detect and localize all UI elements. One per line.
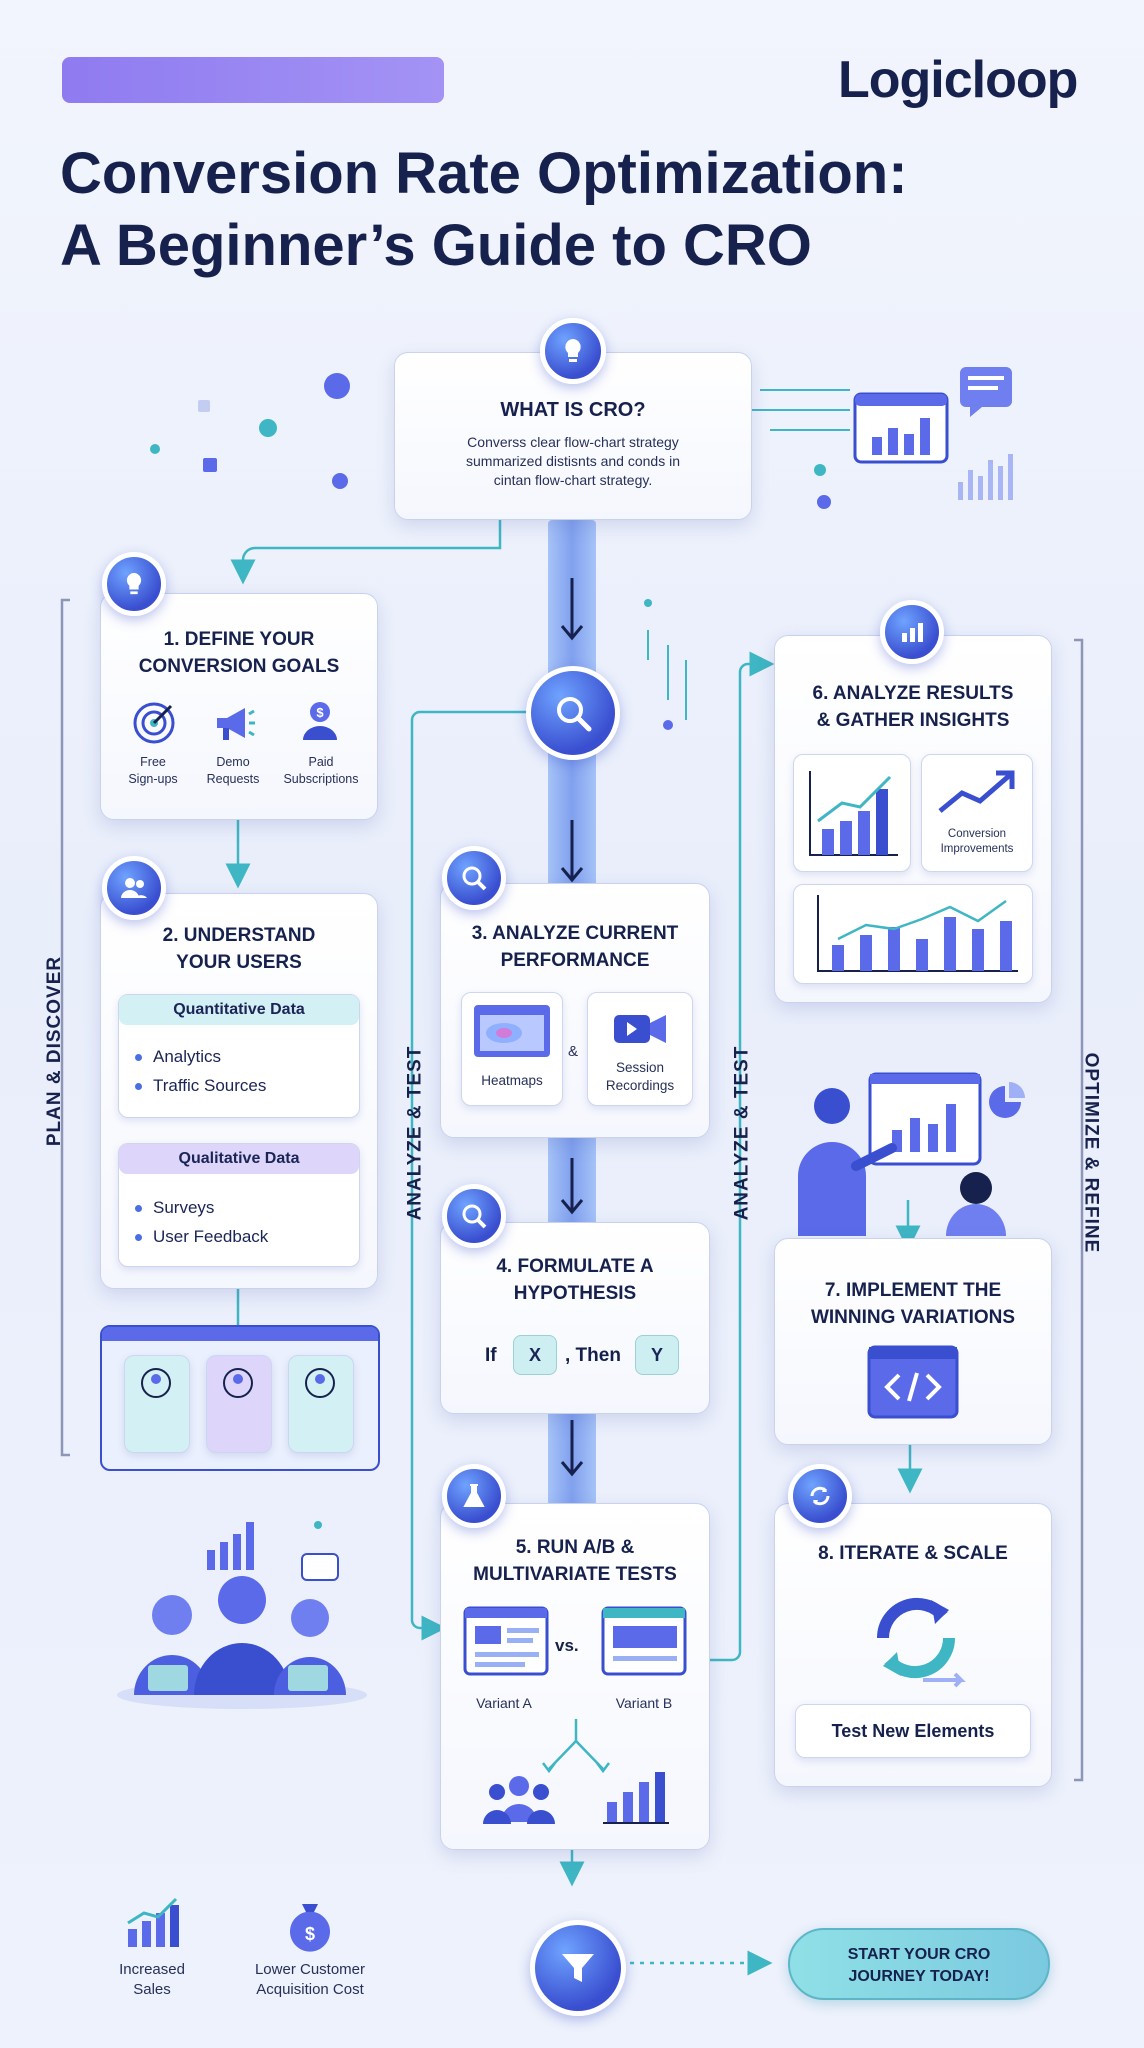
list-item: Analytics — [133, 1047, 221, 1067]
megaphone-icon — [217, 708, 255, 740]
step5-title: 5. RUN A/B &MULTIVARIATE TESTS — [473, 1537, 677, 1585]
list-item: Traffic Sources — [133, 1076, 266, 1096]
code-window-icon — [867, 1345, 959, 1419]
combined-chart-panel — [793, 884, 1033, 984]
iterate-cycle-icon — [876, 1597, 966, 1688]
brand-logo: Logicloop — [838, 51, 1078, 109]
search-icon — [442, 1184, 506, 1248]
section-label-analyze-test-2: ANALYZE & TEST — [731, 1045, 753, 1221]
qualitative-data-heading: Qualitative Data — [119, 1144, 359, 1174]
hypothesis-y-chip: Y — [635, 1335, 679, 1375]
section-label-optimize-refine: OPTIMIZE & REFINE — [1080, 1052, 1102, 1254]
list-item: Surveys — [133, 1198, 214, 1218]
variant-b-label: Variant B — [615, 1695, 673, 1711]
list-item: User Feedback — [133, 1227, 268, 1247]
magnify-chart-icon — [442, 846, 506, 910]
trend-arrow-icon — [938, 770, 1015, 813]
test-new-elements-button[interactable]: Test New Elements — [795, 1704, 1031, 1758]
heatmap-icon — [474, 1005, 550, 1057]
funnel-icon — [530, 1920, 626, 2016]
presenter-illustration — [798, 1072, 1025, 1236]
users-icon — [102, 856, 166, 920]
refresh-icon — [788, 1464, 852, 1528]
lightbulb-icon — [540, 318, 606, 384]
qualitative-data-panel: Qualitative Data Surveys User Feedback — [118, 1143, 360, 1267]
money-bag-icon: $ — [290, 1904, 330, 1952]
persona-card — [288, 1355, 354, 1453]
step8-card: 8. ITERATE & SCALE Test New Elements — [774, 1503, 1052, 1787]
persona-card — [206, 1355, 272, 1453]
money-user-icon: $ — [303, 702, 337, 740]
split-arrow — [542, 1719, 610, 1774]
section-label-plan-discover: PLAN & DISCOVER — [44, 955, 66, 1147]
hypothesis-then: , Then — [565, 1345, 621, 1366]
page-title-line1: Conversion Rate Optimization: — [60, 141, 908, 206]
flask-icon — [442, 1464, 506, 1528]
svg-text:$: $ — [305, 1924, 315, 1944]
hypothesis-x-chip: X — [513, 1335, 557, 1375]
section-label-analyze-test: ANALYZE & TEST — [404, 1045, 426, 1221]
hypothesis-if: If — [485, 1345, 497, 1366]
step6-card: 6. ANALYZE RESULTS& GATHER INSIGHTS Conv… — [774, 635, 1052, 1003]
bar-chart-icon — [880, 600, 944, 664]
ampersand: & — [567, 1043, 578, 1060]
step5-card: 5. RUN A/B &MULTIVARIATE TESTS vs. Varia… — [440, 1503, 710, 1850]
header-accent-bar — [62, 57, 444, 103]
versus-label: vs. — [555, 1636, 579, 1655]
lightbulb-icon — [102, 552, 166, 616]
growth-chart-panel — [793, 754, 911, 872]
search-icon — [526, 666, 620, 760]
target-icon — [133, 702, 175, 744]
team-illustration — [117, 1522, 367, 1709]
heatmaps-panel: Heatmaps — [461, 992, 563, 1106]
variant-a-label: Variant A — [476, 1695, 532, 1711]
step8-title: 8. ITERATE & SCALE — [818, 1543, 1008, 1564]
user-personas-window — [100, 1325, 380, 1471]
variant-b-icon — [601, 1606, 687, 1676]
audience-icon — [483, 1776, 555, 1824]
video-camera-icon — [614, 1015, 666, 1043]
sales-chart-icon — [127, 1897, 179, 1947]
page-title-line2: A Beginner’s Guide to CRO — [60, 213, 812, 278]
quantitative-data-heading: Quantitative Data — [119, 995, 359, 1025]
persona-card — [124, 1355, 190, 1453]
page-title: Conversion Rate Optimization: A Beginner… — [60, 138, 908, 282]
heatmaps-label: Heatmaps — [481, 1073, 543, 1088]
dashboard-chart-icon — [853, 367, 1013, 500]
what-is-cro-title: WHAT IS CRO? — [500, 399, 646, 421]
quantitative-data-panel: Quantitative Data Analytics Traffic Sour… — [118, 994, 360, 1118]
results-bar-icon — [603, 1772, 669, 1824]
step6-title: 6. ANALYZE RESULTS& GATHER INSIGHTS — [812, 683, 1014, 731]
variant-a-icon — [463, 1606, 549, 1676]
svg-text:$: $ — [316, 705, 324, 720]
